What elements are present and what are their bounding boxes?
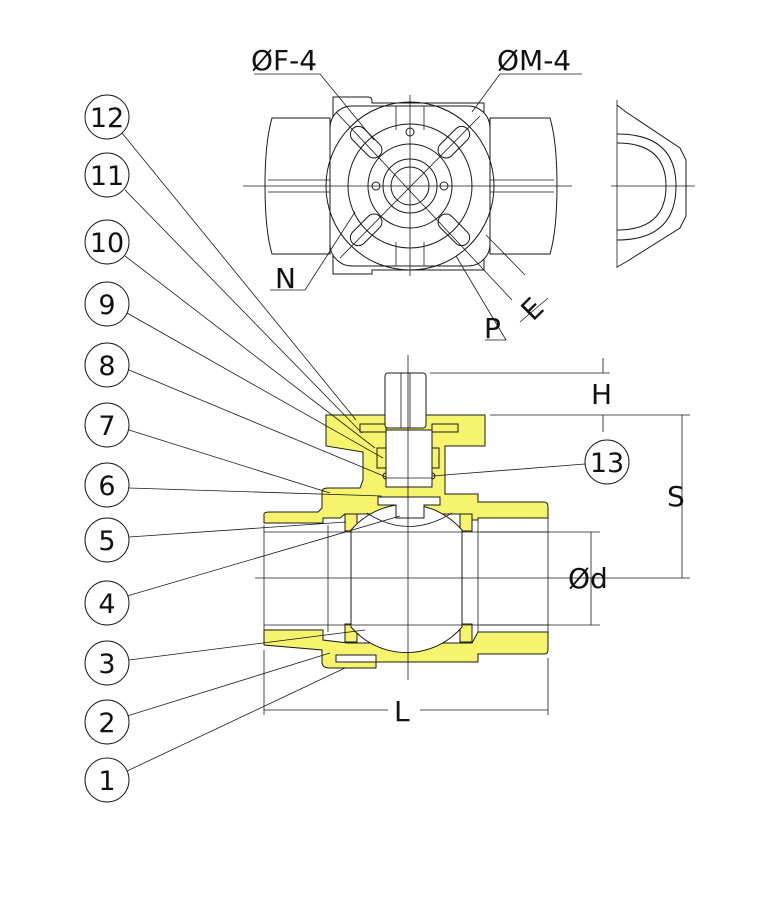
balloon-13: 13: [584, 439, 630, 485]
svg-text:2: 2: [98, 708, 115, 739]
balloon-4: 4: [84, 580, 130, 626]
dimension-label-m: ØM-4: [497, 44, 571, 77]
svg-text:10: 10: [90, 228, 124, 259]
balloon-3: 3: [84, 640, 130, 686]
balloon-1: 1: [84, 757, 130, 803]
svg-text:5: 5: [98, 526, 115, 557]
balloon-5: 5: [84, 517, 130, 563]
top-view: [243, 73, 695, 341]
svg-text:11: 11: [90, 161, 124, 192]
svg-text:12: 12: [90, 103, 124, 134]
balloon-8: 8: [84, 342, 130, 388]
svg-text:4: 4: [98, 589, 115, 620]
balloon-7: 7: [84, 402, 130, 448]
dimension-label-d: Ød: [568, 562, 608, 595]
dimension-label-f: ØF-4: [251, 44, 317, 77]
svg-text:6: 6: [98, 471, 115, 502]
balloon-10: 10: [84, 219, 130, 265]
svg-text:3: 3: [98, 649, 115, 680]
dimension-label-s: S: [667, 480, 685, 513]
section-view: [255, 355, 690, 715]
dimension-label-p: P: [484, 312, 501, 345]
svg-text:13: 13: [590, 448, 624, 479]
balloon-2: 2: [84, 699, 130, 745]
balloon-11: 11: [84, 152, 130, 198]
balloon-12: 12: [84, 94, 130, 140]
svg-text:9: 9: [98, 290, 115, 321]
balloon-9: 9: [84, 281, 130, 327]
part-leaders: [121, 132, 586, 773]
dimension-label-l: L: [394, 695, 410, 728]
svg-text:8: 8: [98, 351, 115, 382]
balloon-6: 6: [84, 462, 130, 508]
dimension-label-h: H: [591, 378, 612, 411]
svg-text:7: 7: [98, 411, 115, 442]
svg-text:1: 1: [98, 766, 115, 797]
dimension-label-n: N: [275, 262, 296, 295]
